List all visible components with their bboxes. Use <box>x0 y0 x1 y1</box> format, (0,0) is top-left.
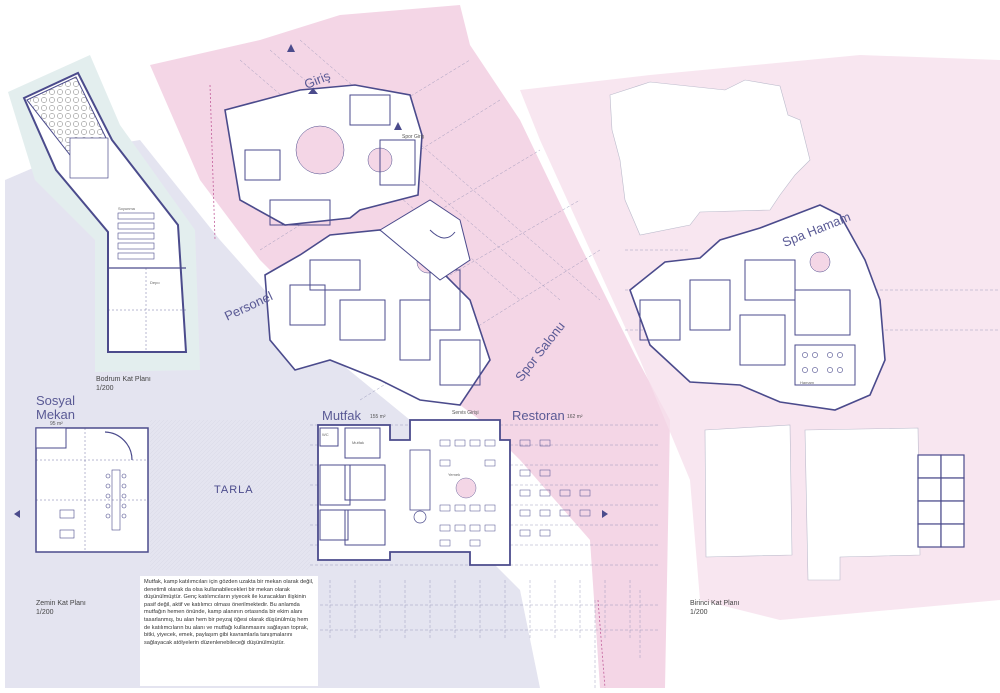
bodrum-wet-room <box>69 137 109 179</box>
label-mutfak: Mutfak <box>322 408 362 423</box>
room-label-yemek: Yemek <box>448 472 461 477</box>
mutfak-restoran-plan <box>317 419 591 566</box>
zemin-title: Zemin Kat Planı <box>36 600 86 607</box>
tarla-field <box>150 420 310 570</box>
label-restoran: Restoran <box>512 408 565 423</box>
area-sosyal: 95 m² <box>50 421 63 427</box>
birinci-kat-plan <box>609 79 965 581</box>
bodrum-plan <box>22 71 188 353</box>
area-restoran: 162 m² <box>567 414 583 420</box>
first-floor-massing-left <box>704 424 793 558</box>
first-floor-massing-top <box>609 79 811 236</box>
label-servis-girisi: Servis Girişi <box>452 410 479 416</box>
bodrum-scale: 1/200 <box>96 385 114 392</box>
label-spor-giris: Spor Giriş <box>402 134 425 140</box>
label-sosyal-mekan: Sosyal Mekan <box>36 393 76 422</box>
first-floor-massing-right <box>804 427 921 581</box>
room-label-hamam: Hamam <box>800 380 815 385</box>
area-mutfak: 155 m² <box>370 414 386 420</box>
zemin-scale: 1/200 <box>36 609 54 616</box>
birinci-scale: 1/200 <box>690 609 708 616</box>
room-label-depo: Depo <box>150 280 160 285</box>
bodrum-title: Bodrum Kat Planı <box>96 376 151 383</box>
room-label-mutfak-area: Mutfak <box>352 440 365 445</box>
spor-block <box>379 199 471 281</box>
label-tarla: TARLA <box>214 484 254 496</box>
description-text: Mutfak, kamp katılımcıları için gözden u… <box>140 576 318 686</box>
room-label-soyunma: Soyunma <box>118 206 135 211</box>
entrance-wing-plan <box>224 84 491 406</box>
sosyal-mekan-plan <box>35 427 149 553</box>
section-markers <box>14 44 608 518</box>
birinci-title: Birinci Kat Planı <box>690 600 740 607</box>
room-label-wc: WC <box>322 432 329 437</box>
